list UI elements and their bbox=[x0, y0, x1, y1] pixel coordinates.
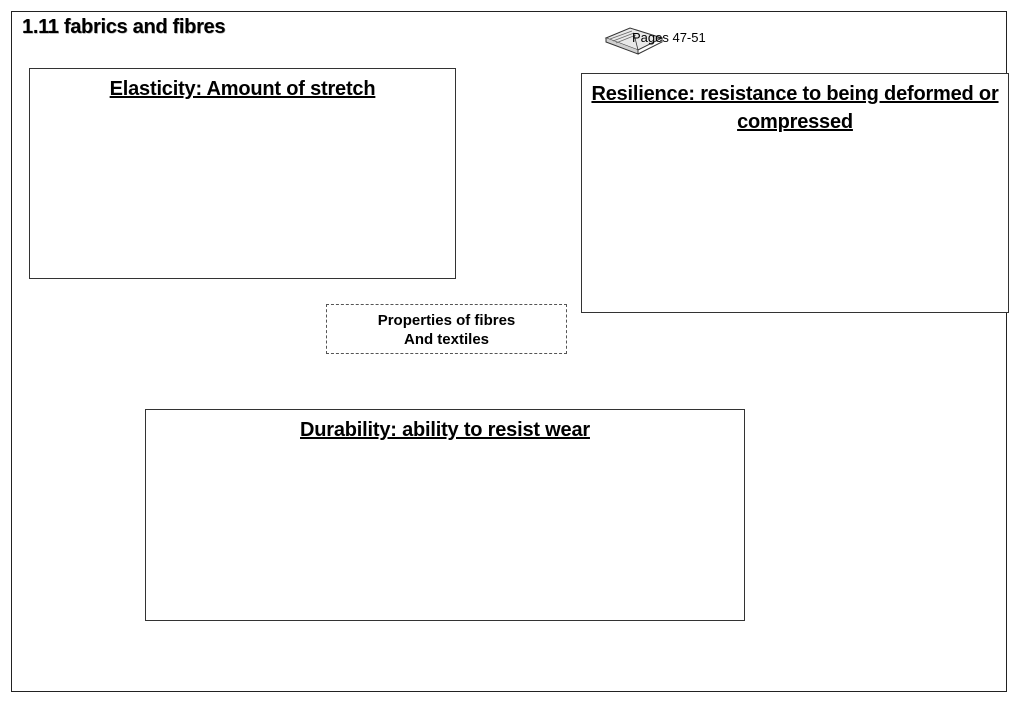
central-topic-line2: And textiles bbox=[403, 331, 490, 348]
durability-box: Durability: ability to resist wear bbox=[145, 409, 745, 621]
elasticity-heading: Elasticity: Amount of stretch bbox=[109, 78, 376, 100]
central-topic-line1: Properties of fibres bbox=[377, 312, 516, 329]
elasticity-box: Elasticity: Amount of stretch bbox=[29, 68, 456, 279]
page-border bbox=[11, 11, 1007, 692]
resilience-heading: Resilience: resistance to being deformed… bbox=[591, 83, 999, 133]
durability-heading: Durability: ability to resist wear bbox=[300, 419, 590, 441]
open-book-icon bbox=[604, 27, 664, 55]
page-title: 1.11 fabrics and fibres bbox=[22, 16, 226, 38]
central-topic-label: Properties of fibres And textiles bbox=[326, 304, 567, 354]
pages-reference: Pages 47-51 bbox=[632, 30, 706, 45]
resilience-box: Resilience: resistance to being deformed… bbox=[581, 73, 1009, 313]
